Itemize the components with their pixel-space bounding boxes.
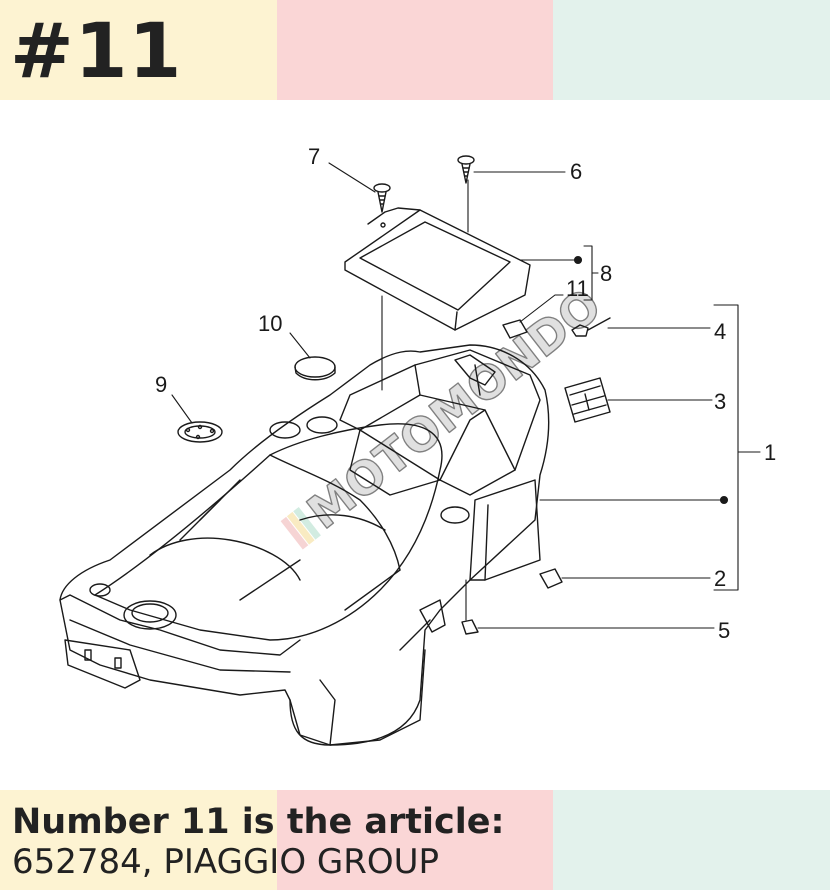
part-number-heading: #11: [10, 6, 183, 95]
footer-band-yellow: [0, 790, 277, 890]
callout-1: 1: [764, 440, 776, 465]
article-caption-title: Number 11 is the article:: [12, 802, 505, 842]
pin-4: [571, 317, 611, 337]
leader-lines: [171, 162, 761, 629]
rubber-pad: [502, 319, 528, 339]
header-band-mint: [553, 0, 830, 100]
callout-8: 8: [600, 261, 612, 286]
grommet-9: [177, 421, 223, 443]
screw-7: [373, 183, 391, 213]
header-band-yellow: [0, 0, 277, 100]
callout-6: 6: [570, 159, 582, 184]
callout-9: 9: [155, 372, 167, 397]
plug-10: [294, 356, 336, 381]
header-band-pink: [276, 0, 554, 100]
footer-band: [0, 790, 830, 890]
callout-11: 11: [566, 276, 589, 301]
header-band: [0, 0, 830, 100]
footer-band-pink: [276, 790, 554, 890]
article-caption-subtitle: 652784, PIAGGIO GROUP: [12, 842, 440, 882]
callout-4: 4: [714, 319, 726, 344]
battery-cover: [344, 207, 531, 331]
exploded-parts-diagram: MOTOMONDO: [59, 144, 776, 746]
clip-5: [461, 619, 479, 635]
callout-7: 7: [308, 144, 320, 169]
helmet-compartment-body: [59, 344, 550, 746]
callout-10: 10: [258, 311, 282, 336]
callout-5: 5: [718, 618, 730, 643]
screw-6: [457, 155, 475, 184]
callout-3: 3: [714, 389, 726, 414]
callout-2: 2: [714, 566, 726, 591]
bracket-3: [564, 377, 611, 423]
nut-2: [539, 568, 563, 589]
footer-band-mint: [553, 790, 830, 890]
